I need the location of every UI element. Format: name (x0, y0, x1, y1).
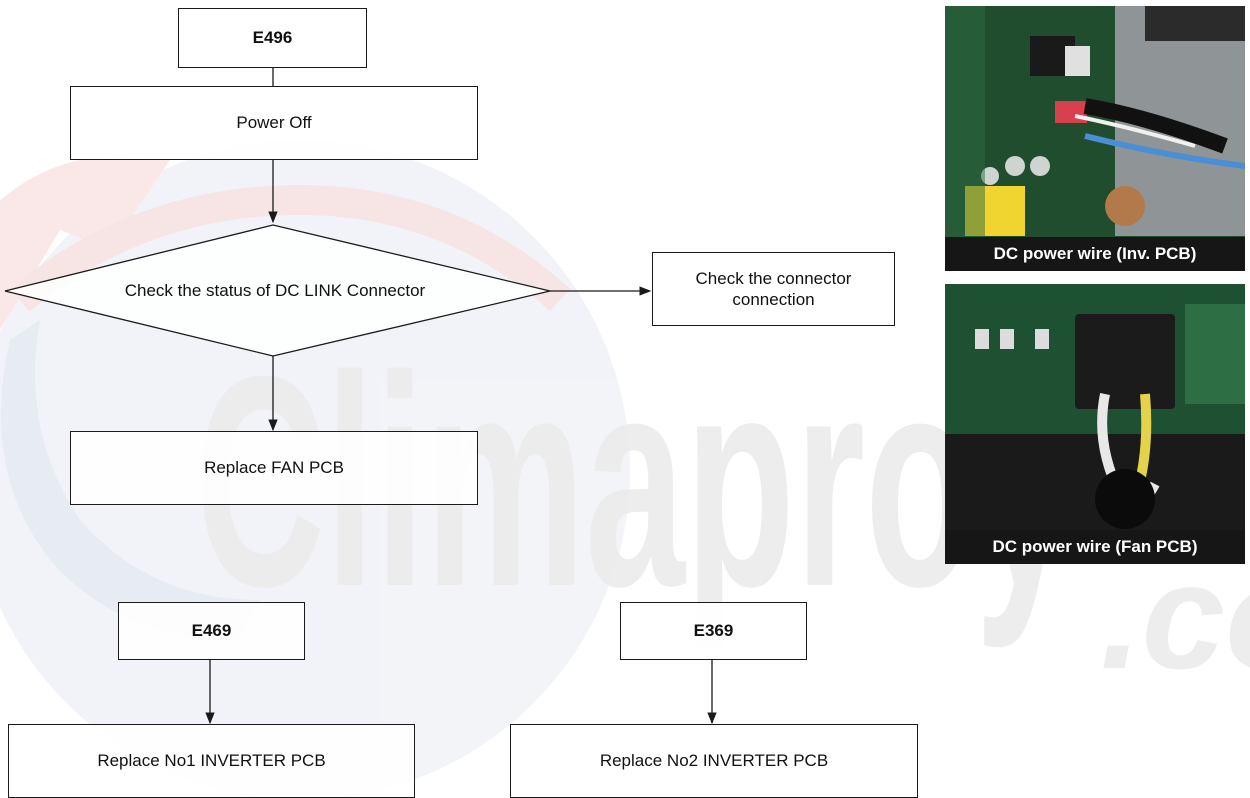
code-box-e496: E496 (178, 8, 367, 68)
inverter-pcb-photo: DC power wire (Inv. PCB) (945, 6, 1245, 271)
inverter-pcb-illustration (945, 6, 1245, 271)
decision-label: Check the status of DC LINK Connector (60, 270, 490, 312)
step-replace-fan-pcb: Replace FAN PCB (70, 431, 478, 505)
photo-caption-fan: DC power wire (Fan PCB) (945, 530, 1245, 564)
photo-caption-inverter: DC power wire (Inv. PCB) (945, 237, 1245, 271)
step-replace-no1-inverter: Replace No1 INVERTER PCB (8, 724, 415, 798)
code-box-e369: E369 (620, 602, 807, 660)
fan-pcb-illustration (945, 284, 1245, 564)
step-power-off: Power Off (70, 86, 478, 160)
step-replace-no2-inverter: Replace No2 INVERTER PCB (510, 724, 918, 798)
code-box-e469: E469 (118, 602, 305, 660)
fan-pcb-photo: DC power wire (Fan PCB) (945, 284, 1245, 564)
step-check-connector: Check the connector connection (652, 252, 895, 326)
